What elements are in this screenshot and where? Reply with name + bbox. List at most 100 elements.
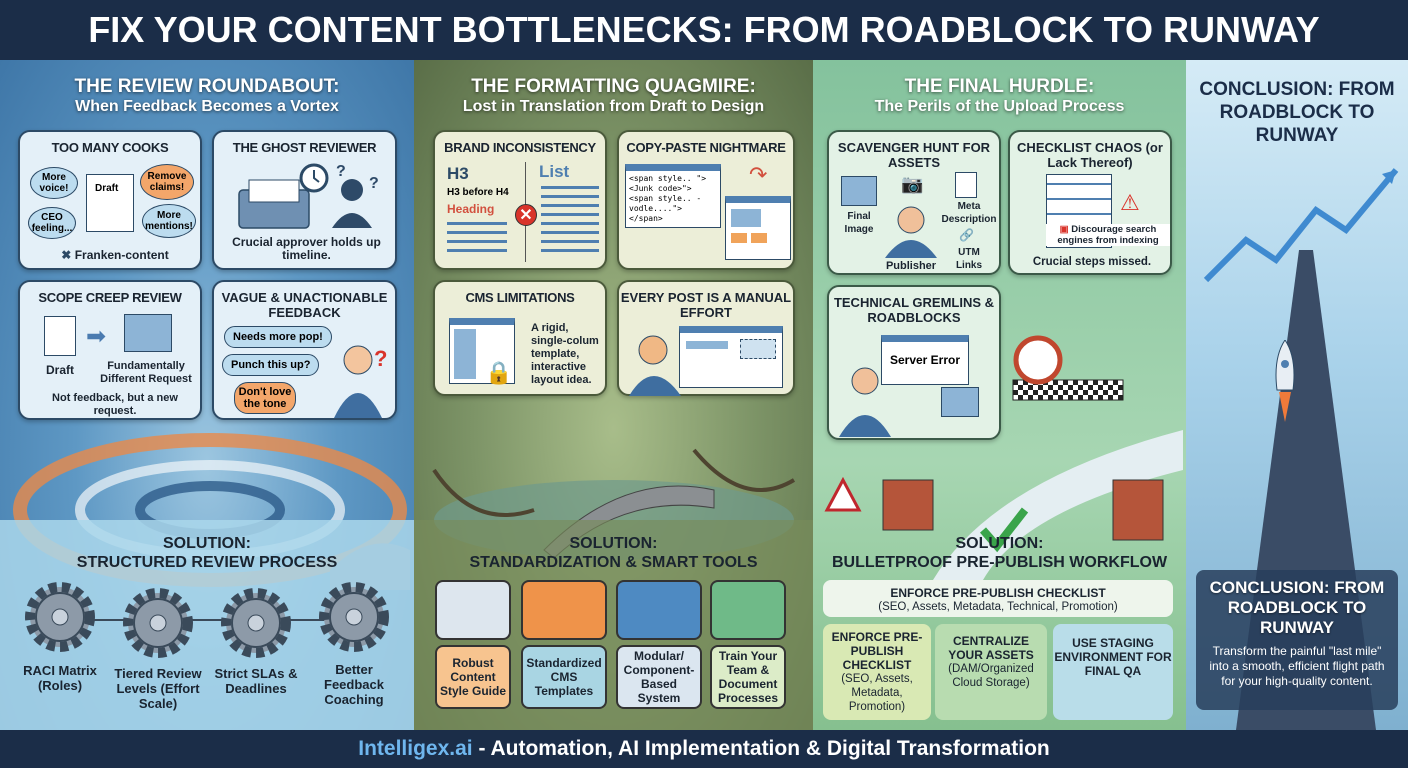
footer-tagline: - Automation, AI Implementation & Digita… [472,737,1050,760]
card-technical-gremlins: TECHNICAL GREMLINS & ROADBLOCKS Server E… [827,285,1001,440]
puzzle-piece-style-guide: Robust Content Style Guide [435,645,511,709]
image-icon [941,387,979,417]
camera-icon: 📷 [901,174,924,194]
growth-chart-icon [1203,168,1399,283]
code-line: <span style.. - [629,194,702,203]
section-subtitle: The Perils of the Upload Process [874,98,1125,115]
solution-label: SOLUTION: [163,535,251,552]
speech-bubble: Remove claims! [140,164,194,200]
section-subtitle: When Feedback Becomes a Vortex [75,98,339,115]
note-label: H3 before H4 [447,187,509,198]
card-title: EVERY POST IS A MANUAL EFFORT [620,290,792,320]
conclusion-title-top: CONCLUSION: FROM ROADBLOCK TO RUNWAY [1199,79,1395,146]
banner-title: ENFORCE PRE-PUBLISH CHECKLIST [890,586,1106,600]
checklist-banner: ENFORCE PRE-PUBLISH CHECKLIST (SEO, Asse… [823,580,1173,617]
card-caption: A rigid, single-colum template, interact… [531,322,599,386]
server-error-window: Server Error [881,335,969,385]
card-title: VAGUE & UNACTIONABLE FEEDBACK [221,290,388,320]
draft-label: Draft [45,363,74,377]
design-window [725,196,791,260]
step-subtitle: (SEO, Assets, Metadata, Promotion) [841,673,913,713]
card-caption: Crucial steps missed. [1032,256,1152,268]
section-title: THE REVIEW ROUNDABOUT: [74,76,340,97]
formatting-solution-panel: SOLUTION: STANDARDIZATION & SMART TOOLS … [414,520,813,730]
roadblock-illustration [824,335,1183,580]
card-caption: ✖ Franken-content [40,249,190,262]
image-icon [124,314,172,352]
error-x-icon: ✕ [515,204,537,226]
drop-zone [740,339,776,359]
doc-label: Draft [95,183,119,194]
section-title: THE FORMATTING QUAGMIRE: [471,76,756,97]
workflow-step: ENFORCE PRE-PUBLISH CHECKLIST (SEO, Asse… [823,624,931,720]
speech-bubble: Needs more pop! [224,326,332,348]
gear-label: Strict SLAs & Deadlines [214,666,298,696]
card-scavenger-hunt: SCAVENGER HUNT FOR ASSETS 📷 Final Image … [827,130,1001,275]
card-title: THE GHOST REVIEWER [232,140,377,155]
code-line: <span style.. "> [629,174,707,183]
dna-icon: ✖ [61,248,75,262]
stressed-publisher-icon [885,206,937,258]
speech-bubble: Don't love the tone [234,382,296,414]
layout-block [751,233,767,243]
solution-label: SOLUTION: [955,535,1044,552]
card-checklist-chaos: CHECKLIST CHAOS (or Lack Thereof) ⚠ ▣ Di… [1008,130,1172,275]
puzzle-piece-modular-system: Modular/ Component-Based System [616,645,702,709]
layout-block [454,329,476,379]
stressed-person-icon [629,335,681,396]
card-manual-effort: EVERY POST IS A MANUAL EFFORT [617,280,795,396]
speech-bubble: Punch this up? [222,354,320,376]
puzzle-piece [521,580,607,640]
solution-title: STANDARDIZATION & SMART TOOLS [469,554,758,571]
link-icon: 🔗 [959,228,974,242]
arrow-right-icon: ➡ [86,323,107,350]
asset-label: UTM Links [955,247,983,271]
card-copy-paste: COPY-PASTE NIGHTMARE <span style.. "> <J… [617,130,795,270]
card-title: CMS LIMITATIONS [465,290,575,305]
puzzle-piece [435,580,511,640]
solution-title: STRUCTURED REVIEW PROCESS [76,554,338,571]
confused-person-icon: ? [334,345,387,418]
list-label: List [539,162,570,181]
frustrated-user-icon [839,367,891,437]
unchecked-setting: ▣ Discourage search engines from indexin… [1046,224,1170,246]
card-vague-feedback: VAGUE & UNACTIONABLE FEEDBACK Needs more… [212,280,397,420]
asset-label: Final Image [844,211,874,235]
card-title: COPY-PASTE NIGHTMARE [626,140,786,155]
code-window: <span style.. "> <Junk code>"> <span sty… [625,164,721,228]
step-title: USE STAGING ENVIRONMENT FOR FINAL QA [1054,636,1172,678]
setting-text: Discourage search engines from indexing [1057,224,1159,246]
section-subtitle: Lost in Translation from Draft to Design [462,98,765,115]
svg-text:?: ? [369,175,379,192]
asset-label: Meta Description [941,201,997,225]
code-line: <Junk code>"> [629,184,692,193]
rigid-template-icon [449,318,515,384]
puzzle-piece [710,580,786,640]
puzzle-piece [616,580,702,640]
inbox-ghost-icon: ? ? [238,163,379,229]
gear-label: Tiered Review Levels (Effort Scale) [114,666,202,711]
review-solution-panel: SOLUTION: STRUCTURED REVIEW PROCESS RACI… [0,520,414,730]
conclusion-title: CONCLUSION: FROM ROADBLOCK TO RUNWAY [1209,578,1385,637]
card-caption: Crucial approver holds up timeline. [232,235,381,262]
layout-window-icon [679,326,783,388]
banner-subtitle: (SEO, Assets, Metadata, Technical, Promo… [878,601,1118,613]
workflow-step: CENTRALIZE YOUR ASSETS (DAM/Organized Cl… [935,624,1047,720]
card-title: TOO MANY COOKS [51,140,169,155]
card-brand-inconsistency: BRAND INCONSISTENCY H3 H3 before H4 Head… [433,130,607,270]
brand-name[interactable]: Intelligex.ai [358,737,473,760]
solution-label: SOLUTION: [569,535,658,552]
image-icon [841,176,877,206]
card-ghost-reviewer: THE GHOST REVIEWER ? ? Crucial approver … [212,130,397,270]
card-caption: Not feedback, but a new request. [52,392,178,417]
speech-bubble: More mentions! [142,204,196,238]
rocket-icon [1272,339,1298,430]
step-title: ENFORCE PRE-PUBLISH CHECKLIST [831,630,923,672]
footer: Intelligex.ai - Automation, AI Implement… [0,730,1408,768]
svg-text:?: ? [374,346,387,371]
layout-block [686,341,728,349]
final-hurdle-section: THE FINAL HURDLE: The Perils of the Uplo… [813,60,1186,730]
code-line: vodle...."> [629,204,682,213]
layout-block [731,209,761,227]
gear-label: RACI Matrix (Roles) [23,663,97,693]
